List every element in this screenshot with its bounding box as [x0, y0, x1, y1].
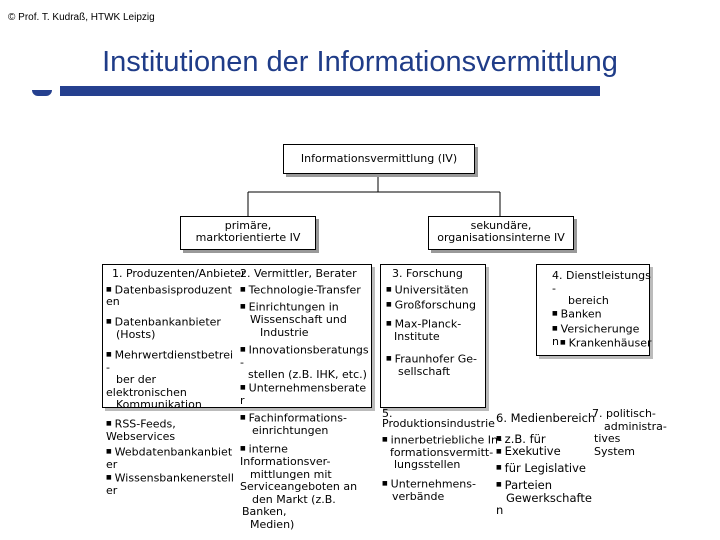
list-item: Datenbankanbieter — [114, 315, 221, 328]
column-political-heading-line3: tives — [594, 432, 621, 445]
list-item: Mehrwertdienstbetrei — [114, 348, 234, 362]
column-services-heading-line1: 4. Dienstleistungs — [552, 269, 651, 282]
column-industry-heading-line1: 5. — [382, 407, 393, 420]
list-item: für Legislative — [504, 461, 586, 475]
primary-node-line1: primäre, — [224, 219, 272, 232]
list-item: Fachinformations- — [248, 411, 347, 425]
list-item: Kommunikation — [116, 398, 202, 412]
secondary-node: sekundäre, organisationsinterne IV — [428, 216, 574, 250]
column-producers: 1. Produzenten/Anbieter ■Datenbasisprodu… — [106, 267, 246, 497]
list-item: Webdatenbankanbiet — [114, 445, 233, 459]
list-item: Max-Planck- — [394, 317, 462, 331]
list-item: Informationsver- — [240, 455, 331, 468]
list-item: Krankenhäuser — [568, 335, 652, 349]
list-item: Unternehmensberate — [248, 381, 367, 394]
column-political-heading-line2: administra- — [604, 419, 667, 433]
list-item: Innovationsberatungs — [248, 343, 369, 357]
list-item: Großforschung — [394, 298, 476, 312]
list-item: Exekutive — [504, 444, 561, 459]
list-item: en — [106, 295, 120, 309]
list-item: - — [106, 360, 110, 374]
list-item: n — [496, 503, 504, 517]
list-item: er — [106, 484, 118, 497]
list-item: Parteien — [504, 477, 553, 492]
list-item: Wissensbankenerstell — [114, 471, 234, 485]
list-item: verbände — [392, 489, 445, 503]
copyright-notice: © Prof. T. Kudraß, HTWK Leipzig — [8, 12, 155, 23]
list-item: Webservices — [106, 429, 176, 443]
slide-title: Institutionen der Informationsvermittlun… — [102, 46, 618, 78]
list-item: stellen (z.B. IHK, etc.) — [248, 368, 367, 382]
list-item: Gewerkschafte — [506, 490, 592, 505]
list-item: sellschaft — [398, 365, 451, 378]
list-item: Medien) — [250, 517, 295, 531]
list-item: den Markt (z.B. — [252, 492, 336, 506]
list-item: Universitäten — [394, 282, 469, 296]
column-political-heading-line1: 7. politisch- — [592, 407, 656, 420]
list-item: Technologie-Transfer — [248, 282, 361, 296]
list-item: Wissenschaft und — [250, 313, 347, 326]
list-item: Versicherunge — [560, 322, 640, 336]
list-item: (Hosts) — [116, 327, 156, 341]
column-political: 7. politisch- administra- tives System — [592, 407, 667, 458]
column-services: 4. Dienstleistungs - bereich ■Banken ■Ve… — [552, 269, 652, 349]
list-item: mittlungen mit — [250, 467, 332, 481]
secondary-node-line2: organisationsinterne IV — [437, 231, 565, 244]
list-item: Industrie — [260, 325, 309, 339]
column-research-heading: 3. Forschung — [392, 267, 463, 280]
list-item: lungsstellen — [394, 458, 461, 472]
list-item: - — [240, 355, 244, 369]
list-item: interne — [248, 442, 288, 456]
list-item: innerbetriebliche In- — [390, 433, 502, 447]
column-media-heading: 6. Medienbereich — [496, 411, 596, 425]
column-producers-heading: 1. Produzenten/Anbieter — [112, 267, 246, 280]
column-political-heading-line4: System — [594, 444, 636, 458]
lower-box-far-right — [536, 264, 650, 356]
list-item: Institute — [394, 329, 440, 343]
primary-node-line2: marktorientierte IV — [195, 231, 301, 244]
column-services-heading-line2: - — [552, 281, 556, 295]
list-item: Serviceangeboten an — [240, 480, 358, 493]
column-services-heading-line3: bereich — [568, 294, 609, 307]
list-item: RSS-Feeds, — [114, 417, 176, 430]
root-node-label: Informationsvermittlung (IV) — [300, 152, 458, 165]
lower-box-left — [102, 264, 372, 408]
list-item: Einrichtungen in — [248, 300, 339, 314]
list-item: n — [552, 335, 559, 348]
primary-node: primäre, marktorientierte IV — [180, 216, 316, 250]
column-intermediaries: 2. Vermittler, Berater ■Technologie-Tran… — [240, 267, 369, 531]
list-item: formationsvermitt- — [390, 445, 494, 459]
column-industry-heading-line2: Produktionsindustrie — [382, 416, 495, 430]
list-item: Fraunhofer Ge- — [394, 352, 478, 366]
lower-box-right — [380, 264, 486, 408]
column-media: 6. Medienbereich ■z.B. für ■Exekutive ■f… — [496, 411, 596, 517]
list-item: z.B. für — [504, 431, 546, 446]
list-item: elektronischen — [106, 385, 187, 399]
list-item: Unternehmens- — [390, 477, 476, 490]
list-item: einrichtungen — [252, 423, 329, 437]
title-underline-bar — [60, 86, 600, 96]
list-item: Banken — [560, 306, 602, 320]
column-industry: 5. Produktionsindustrie ■innerbetrieblic… — [382, 407, 502, 503]
column-intermediaries-heading: 2. Vermittler, Berater — [240, 267, 357, 280]
column-research: 3. Forschung ■Universitäten ■Großforschu… — [386, 267, 478, 378]
list-item: ber der — [116, 373, 157, 387]
list-item: er — [106, 457, 118, 471]
title-underline-bar-end — [32, 90, 52, 96]
list-item: r — [240, 393, 245, 407]
list-item: Banken, — [242, 505, 287, 518]
secondary-node-line1: sekundäre, — [470, 219, 532, 232]
root-node: Informationsvermittlung (IV) — [283, 144, 475, 174]
list-item: Datenbasisproduzent — [114, 282, 232, 296]
